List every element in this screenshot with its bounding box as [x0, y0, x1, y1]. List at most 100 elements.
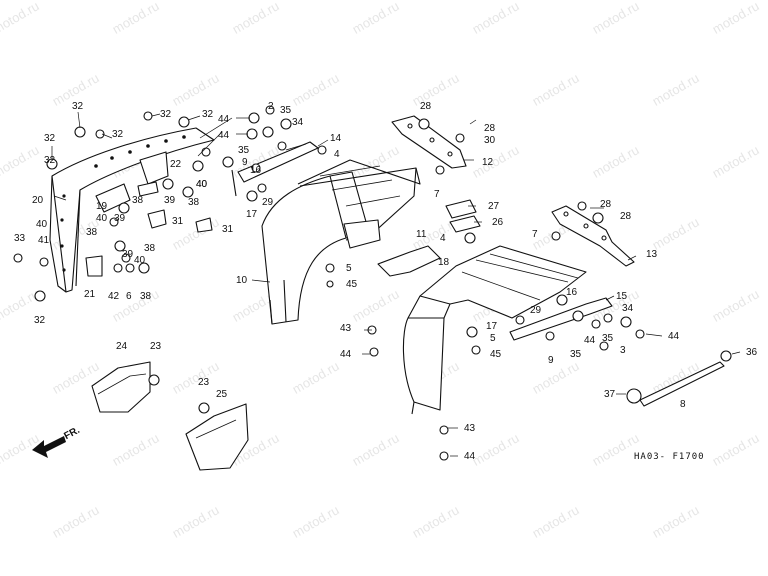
- callout-40: 40: [36, 219, 48, 230]
- callout-32: 32: [34, 315, 46, 326]
- callout-5: 5: [490, 333, 496, 344]
- callout-38: 38: [144, 243, 156, 254]
- callout-23: 23: [150, 341, 162, 352]
- callout-31: 31: [172, 216, 184, 227]
- callout-33: 33: [14, 233, 26, 244]
- part-27-plate: [445, 199, 477, 219]
- callout-39: 39: [122, 249, 134, 260]
- callout-17: 17: [486, 321, 498, 332]
- callout-29: 29: [530, 305, 542, 316]
- callout-32: 32: [72, 101, 84, 112]
- callout-5: 5: [346, 263, 352, 274]
- callout-36: 36: [746, 347, 758, 358]
- callout-32: 32: [44, 155, 56, 166]
- callout-39: 39: [114, 213, 126, 224]
- callout-22: 22: [170, 159, 182, 170]
- callout-21: 21: [84, 289, 96, 300]
- callout-35: 35: [602, 333, 614, 344]
- callout-17: 17: [246, 209, 258, 220]
- part-11-plate: [377, 245, 441, 277]
- callout-35: 35: [280, 105, 292, 116]
- callout-29: 29: [262, 197, 274, 208]
- callout-23: 23: [198, 377, 210, 388]
- callout-38: 38: [132, 195, 144, 206]
- callout-45: 45: [346, 279, 358, 290]
- callout-34: 34: [292, 117, 304, 128]
- part-15-stay: [509, 297, 613, 341]
- callout-43: 43: [464, 423, 476, 434]
- callout-12: 12: [482, 157, 494, 168]
- callout-44: 44: [218, 114, 230, 125]
- callout-31: 31: [222, 224, 234, 235]
- callout-28: 28: [600, 199, 612, 210]
- callout-34: 34: [622, 303, 634, 314]
- callout-25: 25: [216, 389, 228, 400]
- callout-14: 14: [330, 133, 342, 144]
- callout-3: 3: [620, 345, 626, 356]
- callout-9: 9: [242, 157, 248, 168]
- part-10-fender: [261, 159, 421, 325]
- callout-41: 41: [38, 235, 50, 246]
- diagram-code: HA03- F1700: [634, 452, 705, 462]
- callout-44: 44: [340, 349, 352, 360]
- callout-40: 40: [96, 213, 108, 224]
- fasteners-right: [222, 105, 645, 461]
- part-8-rod: [626, 350, 732, 407]
- callout-44: 44: [668, 331, 680, 342]
- callout-7: 7: [434, 189, 440, 200]
- callout-24: 24: [116, 341, 128, 352]
- callout-4: 4: [334, 149, 340, 160]
- callout-8: 8: [680, 399, 686, 410]
- callout-18: 18: [438, 257, 450, 268]
- callout-32: 32: [112, 129, 124, 140]
- callout-20: 20: [32, 195, 44, 206]
- callout-40: 40: [196, 179, 208, 190]
- callout-28: 28: [420, 101, 432, 112]
- callout-39: 39: [164, 195, 176, 206]
- callout-38: 38: [86, 227, 98, 238]
- part-26-plate: [449, 215, 481, 233]
- callout-6: 6: [126, 291, 132, 302]
- callout-27: 27: [488, 201, 500, 212]
- callout-15: 15: [616, 291, 628, 302]
- leader-lines: [51, 111, 741, 457]
- callout-42: 42: [108, 291, 120, 302]
- callout-44: 44: [584, 335, 596, 346]
- brackets-left: [85, 151, 213, 277]
- callout-38: 38: [188, 197, 200, 208]
- part-24-side-cover: [91, 361, 160, 413]
- callout-44: 44: [464, 451, 476, 462]
- callout-37: 37: [604, 389, 616, 400]
- part-12-bracket: [391, 115, 467, 169]
- callout-16: 16: [566, 287, 578, 298]
- callout-9: 9: [548, 355, 554, 366]
- callout-32: 32: [202, 109, 214, 120]
- callout-19: 19: [96, 201, 108, 212]
- callout-35: 35: [570, 349, 582, 360]
- callout-45: 45: [490, 349, 502, 360]
- callout-44: 44: [218, 130, 230, 141]
- callout-13: 13: [646, 249, 658, 260]
- front-arrow-icon: [32, 436, 66, 458]
- callout-35: 35: [238, 145, 250, 156]
- callout-43: 43: [340, 323, 352, 334]
- callout-26: 26: [492, 217, 504, 228]
- part-25-side-cover: [185, 402, 249, 471]
- callout-10: 10: [236, 275, 248, 286]
- callout-7: 7: [532, 229, 538, 240]
- callout-28: 28: [620, 211, 632, 222]
- part-18-rear-fender: [402, 245, 587, 415]
- callout-2: 2: [268, 101, 274, 112]
- callout-32: 32: [44, 133, 56, 144]
- callout-16: 16: [250, 165, 262, 176]
- callout-30: 30: [484, 135, 496, 146]
- callout-32: 32: [160, 109, 172, 120]
- callout-40: 40: [196, 179, 208, 190]
- callout-4: 4: [440, 233, 446, 244]
- callout-38: 38: [140, 291, 152, 302]
- callout-40: 40: [134, 255, 146, 266]
- callout-11: 11: [416, 229, 427, 240]
- part-13-bracket: [551, 205, 635, 267]
